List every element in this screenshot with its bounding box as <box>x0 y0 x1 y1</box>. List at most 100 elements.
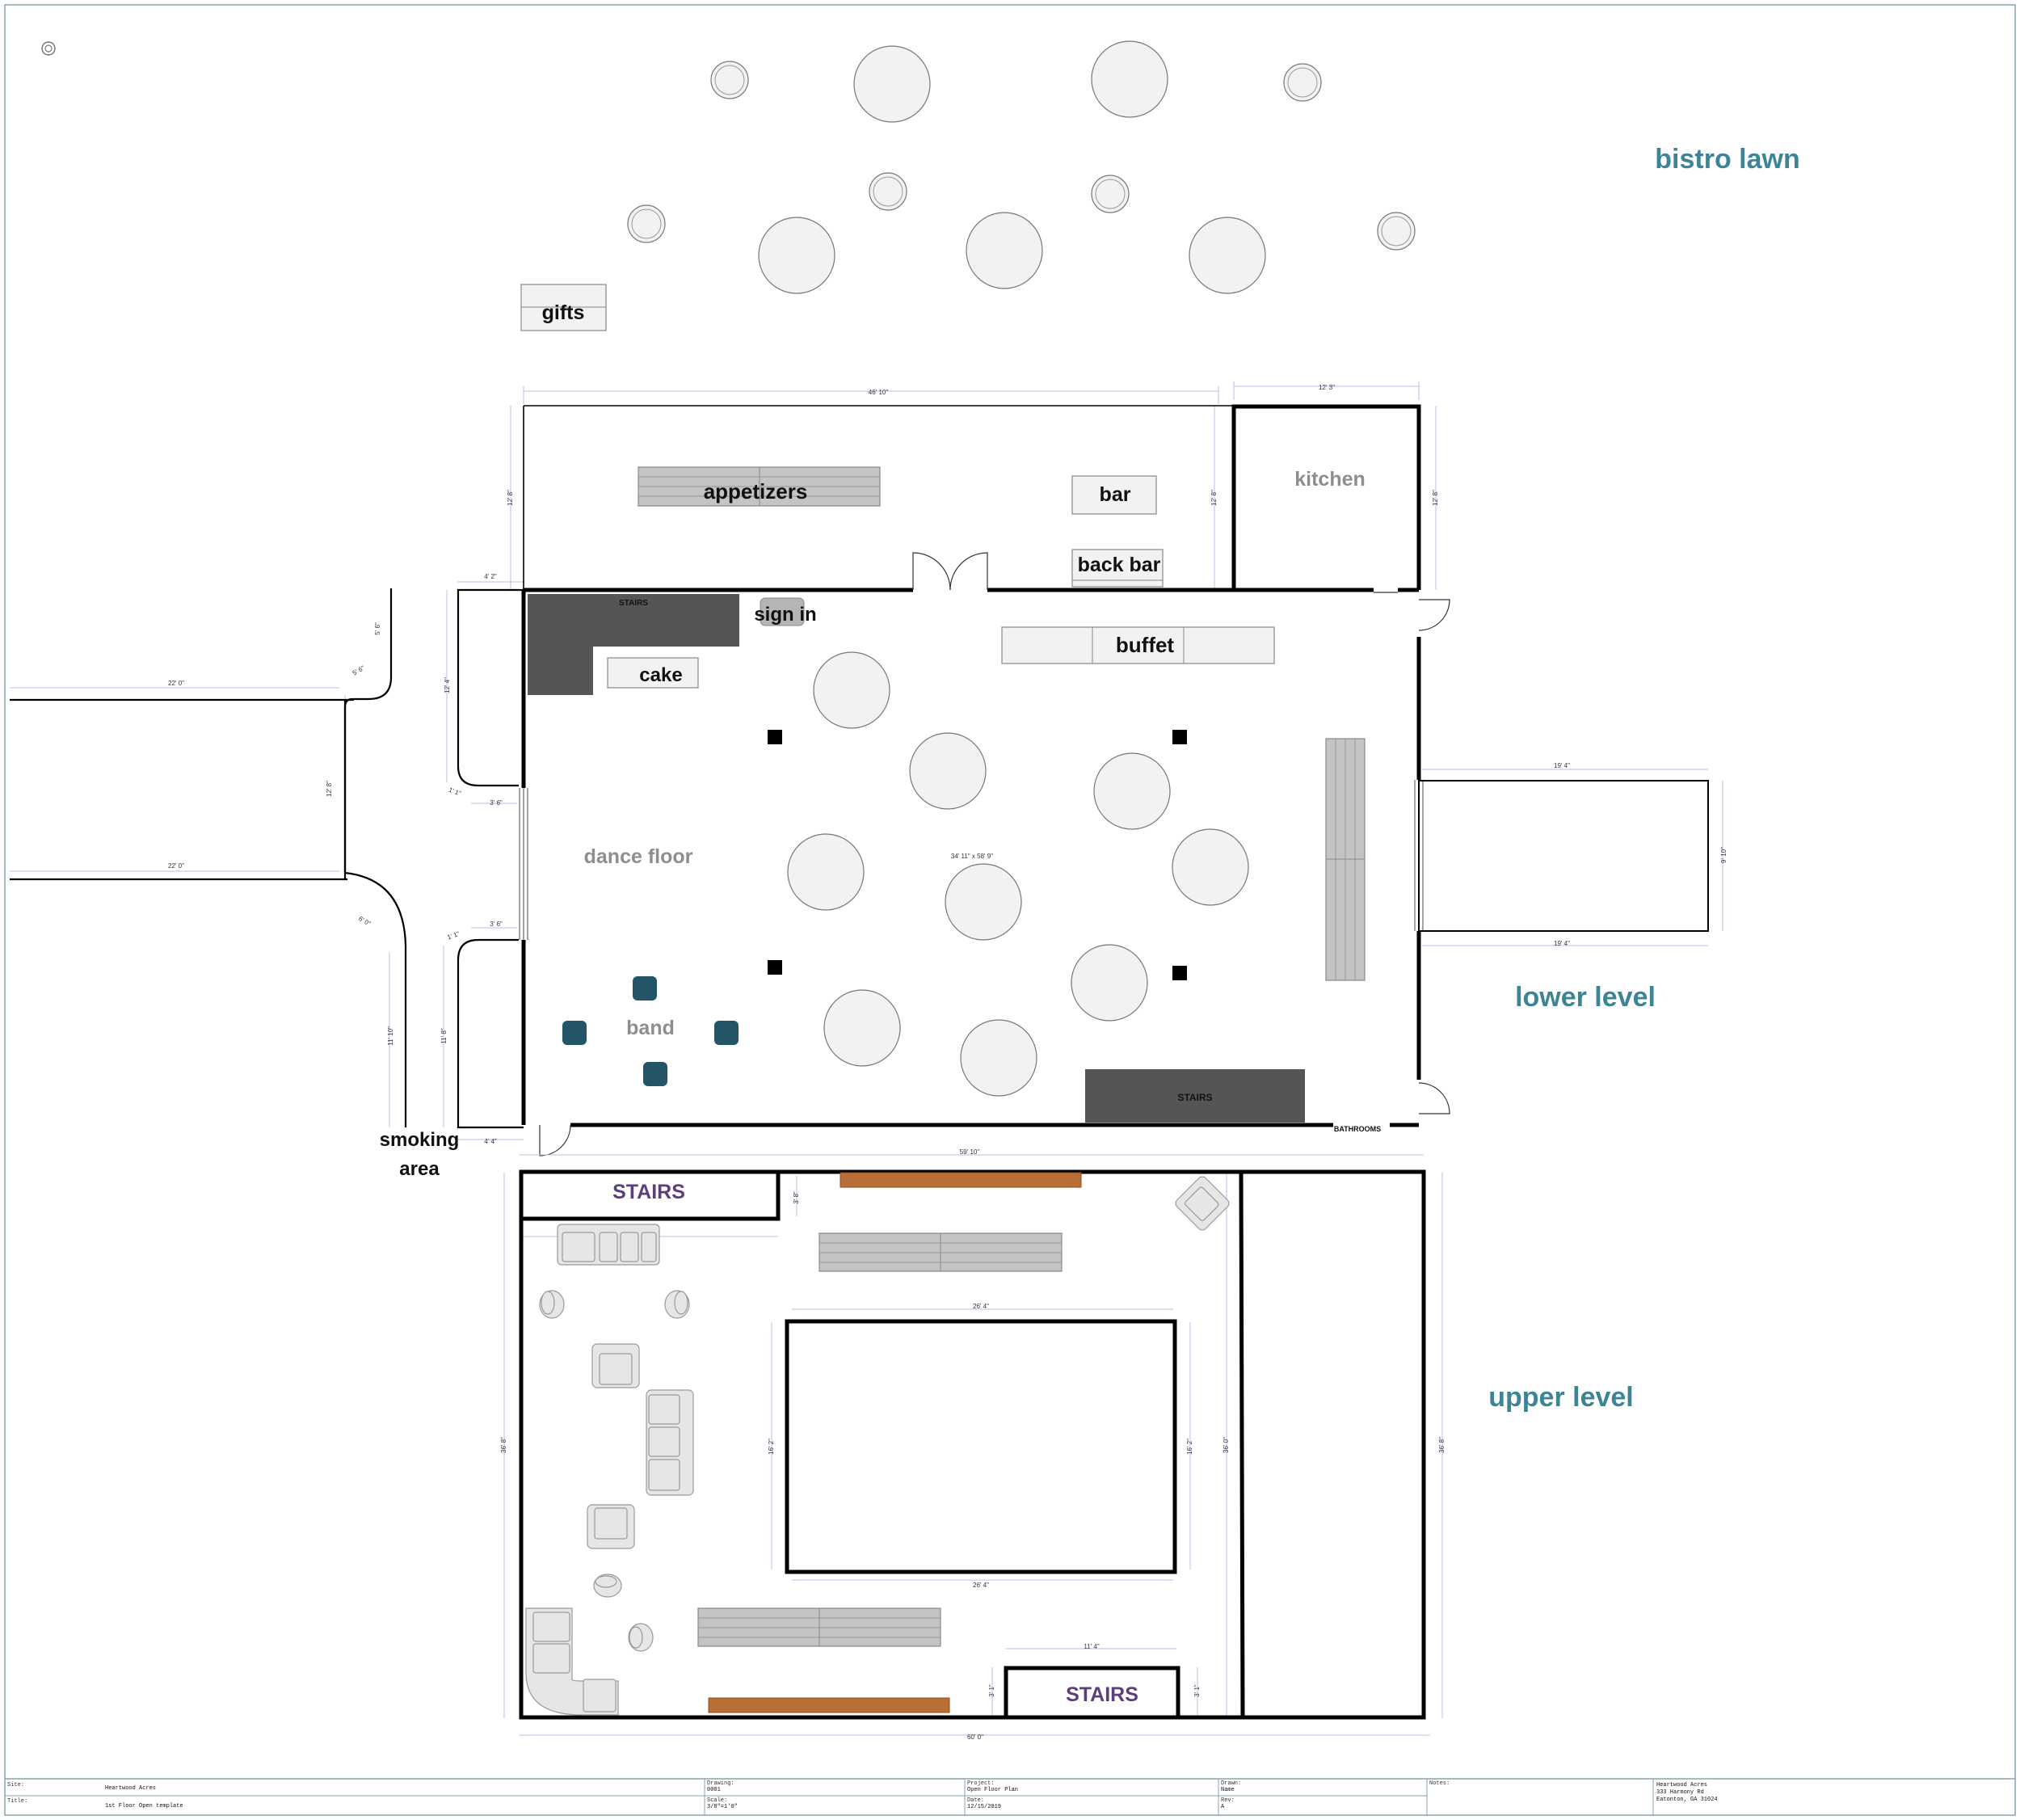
bistro-lawn: gifts bistro lawn <box>520 40 1800 331</box>
accent-chair <box>628 1623 654 1652</box>
sectional-sofa <box>525 1607 619 1716</box>
columns <box>768 730 1187 980</box>
drawn-label: Drawn: <box>1221 1780 1241 1787</box>
armchair <box>587 1504 635 1549</box>
address-line: Heartwood Acres <box>1656 1782 1707 1788</box>
dim-label: 1' 1" <box>446 930 461 942</box>
gifts-label: gifts <box>542 301 585 324</box>
round-table <box>1091 40 1168 118</box>
dim-label: 3' 1" <box>988 1684 995 1697</box>
room-dimension-label: 34' 11" x 58' 9" <box>951 853 993 860</box>
smoking-area-label: area <box>399 1158 440 1180</box>
round-table <box>960 1019 1037 1097</box>
scale-value: 3/8"=1'0" <box>707 1804 738 1810</box>
dim-label: 3' 1" <box>1193 1684 1201 1697</box>
stairs-label: STAIRS <box>619 599 648 608</box>
compass-icon <box>41 41 56 56</box>
walkway <box>10 588 407 1127</box>
gifts-table: gifts <box>520 284 607 331</box>
page-border <box>4 4 2016 1816</box>
dim-label: 12' 8" <box>326 781 333 797</box>
dim-label: 9' 10" <box>1720 847 1728 863</box>
dim-label: 3' 6" <box>490 799 503 807</box>
round-table <box>945 863 1022 941</box>
dim-label: 59' 10" <box>960 1148 980 1156</box>
dim-label: 12' 8" <box>1432 490 1439 506</box>
dim-label: 36' 8" <box>500 1437 507 1453</box>
round-table <box>758 217 835 294</box>
lounge-furniture <box>525 1176 1230 1716</box>
mantles <box>708 1172 1082 1713</box>
cake-table: cake <box>607 657 699 689</box>
back-bar-table: back bar <box>1071 549 1164 588</box>
right-deck <box>1418 780 1709 932</box>
dim-label: 12' 8" <box>507 490 514 506</box>
title-value: 1st Floor Open template <box>105 1803 183 1809</box>
round-table <box>909 732 987 810</box>
left-porch-top <box>457 588 524 787</box>
round-table <box>1071 944 1148 1022</box>
date-value: 12/15/2019 <box>967 1804 1001 1810</box>
dim-label: 5' 6" <box>374 622 381 635</box>
dim-label: 4' 4" <box>484 1138 497 1145</box>
long-table <box>697 1607 941 1647</box>
back-bar-label: back bar <box>1078 554 1161 576</box>
accent-chair <box>664 1290 690 1319</box>
title-block: Site: Heartwood Acres Title: 1st Floor O… <box>5 1778 2015 1815</box>
door-right-bottom <box>1418 1082 1450 1114</box>
stairs-lower-right: STAIRS <box>1085 1069 1305 1123</box>
bathrooms-label: BATHROOMS <box>1334 1125 1381 1133</box>
upper-level: 59' 10" 60' 0" 36' 8" 36' 0" 36' 8" 3' 8… <box>500 1148 1634 1741</box>
dim-label: 60' 0" <box>967 1734 983 1741</box>
dim-label: 19' 4" <box>1554 940 1570 947</box>
rev-value: A <box>1221 1804 1225 1810</box>
dim-label: 1' 1" <box>448 786 462 798</box>
dim-label: 22' 0" <box>168 862 184 870</box>
buffet-label: buffet <box>1116 633 1175 657</box>
bar-table: bar <box>1071 475 1157 515</box>
accent-chair <box>593 1574 622 1598</box>
long-table <box>819 1232 1063 1272</box>
dim-label: 12' 4" <box>444 677 451 693</box>
dim-label: 26' 4" <box>973 1582 989 1589</box>
appetizers-label: appetizers <box>704 479 808 503</box>
appetizers-table: appetizers <box>638 466 881 507</box>
title-label: Title: <box>7 1798 27 1805</box>
sofa <box>557 1224 660 1266</box>
site-label: Site: <box>7 1782 24 1788</box>
window-left <box>519 788 528 940</box>
door-right-top <box>1374 592 1450 631</box>
dining-tables <box>787 651 1249 1097</box>
double-door <box>912 552 988 591</box>
round-table <box>787 833 865 911</box>
dim-label: 26' 4" <box>973 1303 989 1310</box>
dim-label: 12' 3" <box>1319 384 1335 391</box>
dim-label: 6' 0" <box>357 915 372 928</box>
cocktail-table <box>869 172 907 211</box>
upper-walls <box>519 1169 1426 1720</box>
dim-label: 22' 0" <box>168 680 184 687</box>
cocktail-table <box>710 61 749 99</box>
drawn-value: Name <box>1221 1787 1235 1793</box>
dim-label: 3' 8" <box>793 1191 800 1204</box>
address-line: Eatonton, GA 31024 <box>1656 1797 1718 1803</box>
round-table <box>813 651 890 729</box>
dim-label: 3' 6" <box>490 921 503 928</box>
stairs-label: STAIRS <box>1177 1092 1212 1103</box>
dim-label: 11' 10" <box>387 1026 394 1046</box>
band-stools <box>562 976 739 1086</box>
round-table <box>1189 217 1266 294</box>
rev-label: Rev: <box>1221 1797 1235 1804</box>
dim-label: 5' 6" <box>351 664 366 677</box>
cake-label: cake <box>639 664 682 686</box>
notes-label: Notes: <box>1429 1780 1450 1787</box>
stairs-label: STAIRS <box>1066 1683 1138 1706</box>
side-table-vertical <box>1325 738 1366 981</box>
dim-label: 11' 4" <box>1084 1643 1100 1650</box>
site-value: Heartwood Acres <box>105 1785 156 1792</box>
drawing-label: Drawing: <box>707 1780 734 1787</box>
cocktail-tables <box>627 61 1416 251</box>
stairs-upper-left: STAIRS <box>528 594 739 695</box>
dim-label: 16' 2" <box>1186 1439 1193 1455</box>
cocktail-table <box>1283 63 1322 102</box>
